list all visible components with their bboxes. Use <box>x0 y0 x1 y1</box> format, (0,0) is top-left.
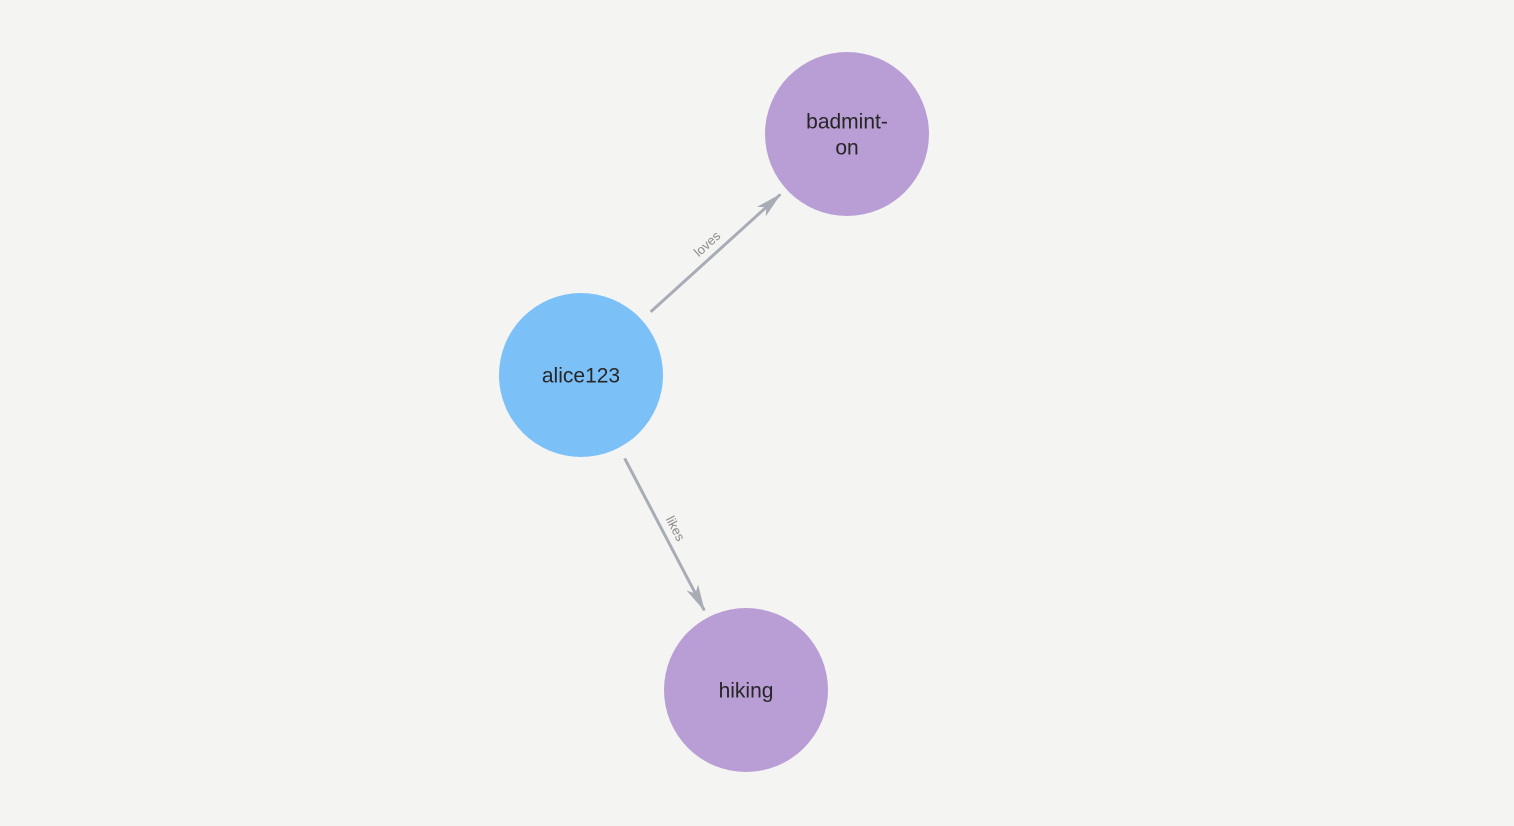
edge-line-likes[interactable] <box>623 457 706 612</box>
nodes-layer: alice123 badmint-on hiking <box>499 52 929 772</box>
graph-node-hiking[interactable]: hiking <box>664 608 828 772</box>
edge-label-loves: loves <box>691 228 724 260</box>
graph-edge-loves[interactable]: loves <box>649 193 782 313</box>
graph-node-badminton[interactable]: badmint-on <box>765 52 929 216</box>
graph-node-alice123[interactable]: alice123 <box>499 293 663 457</box>
graph-edge-likes[interactable]: likes <box>623 457 706 612</box>
edge-line-loves[interactable] <box>649 193 782 313</box>
node-circle-badminton[interactable] <box>765 52 929 216</box>
node-circle-alice123[interactable] <box>499 293 663 457</box>
node-circle-hiking[interactable] <box>664 608 828 772</box>
